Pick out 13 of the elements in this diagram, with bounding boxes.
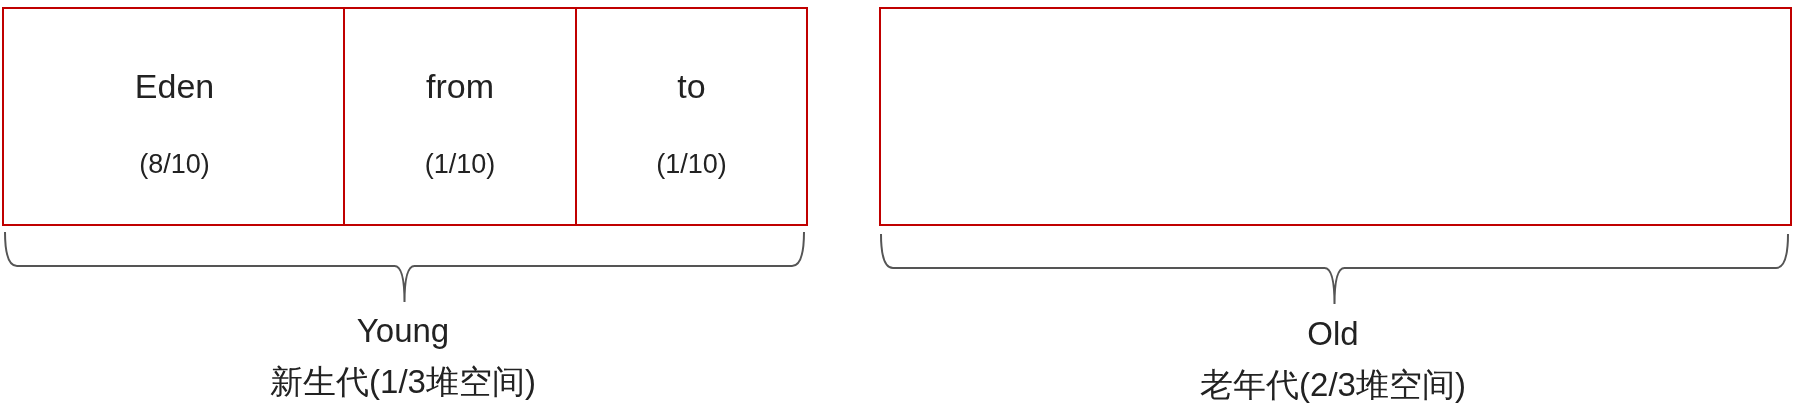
region-name: from [425, 66, 495, 106]
memory-region-box [575, 7, 808, 226]
generation-name: Old [1307, 315, 1359, 353]
empty-box [879, 7, 1792, 226]
region-ratio: (8/10) [138, 148, 211, 180]
generation-name: Young [356, 312, 450, 350]
region-ratio: (1/10) [423, 148, 497, 180]
generation-description: 老年代(2/3堆空间) [1200, 365, 1466, 405]
region-name: Eden [133, 66, 216, 106]
region-ratio: (1/10) [655, 148, 728, 180]
generation-description: 新生代(1/3堆空间) [270, 362, 536, 402]
memory-region-box [343, 7, 577, 226]
region-name: to [676, 66, 707, 106]
